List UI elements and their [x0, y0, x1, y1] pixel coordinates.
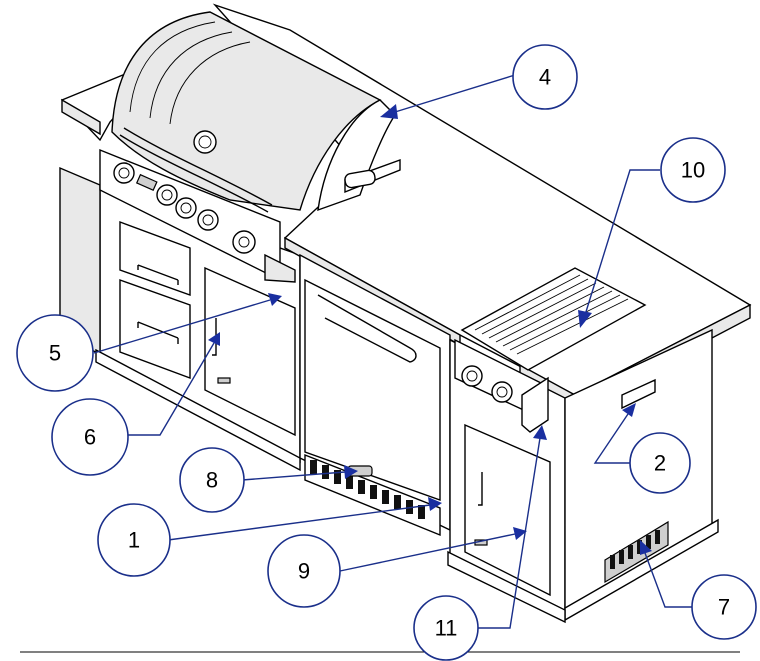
lower-drawer-handle: [137, 321, 179, 344]
side-burner-grate-lines: [474, 274, 629, 355]
refrigerator-handle: [317, 294, 417, 363]
callout-4: 4: [512, 44, 578, 110]
callout-5: 5: [16, 314, 94, 392]
side-burner-door-handle: [478, 472, 483, 506]
arrowhead-6: [208, 332, 220, 346]
callout-6: 6: [51, 398, 129, 476]
leader-6: [128, 342, 215, 436]
callout-8: 8: [179, 447, 245, 513]
rotisserie-spit-end: [344, 169, 376, 189]
leader-9: [339, 533, 516, 572]
callout-8-label: 8: [206, 468, 218, 493]
callout-10-label: 10: [681, 158, 705, 183]
grill-base-bevel: [264, 253, 296, 283]
leader-lines: [93, 74, 692, 629]
arrowhead-4: [380, 104, 398, 119]
leader-11: [478, 437, 541, 629]
right-front-base-trim: [447, 550, 566, 624]
arrowhead-1: [428, 497, 442, 511]
arrowhead-10: [578, 310, 592, 328]
leader-7: [644, 552, 692, 608]
callout-1-label: 1: [128, 528, 140, 553]
callout-7: 7: [691, 574, 757, 640]
callout-1: 1: [97, 503, 171, 577]
arrowhead-8: [344, 465, 358, 479]
side-burner-knobs: [461, 365, 513, 403]
callout-11: 11: [413, 595, 479, 661]
left-door-handle: [212, 318, 217, 356]
island-side-vent: [604, 520, 669, 584]
leader-5: [93, 299, 271, 354]
left-base-trim: [95, 348, 301, 472]
callout-11-label: 11: [435, 616, 458, 641]
arrowhead-11: [533, 425, 547, 440]
callout-2-label: 2: [654, 451, 666, 476]
hood-thermometer: [193, 130, 217, 154]
side-burner-door: [464, 423, 551, 597]
grill-hood: [111, 11, 382, 211]
leader-2: [593, 413, 632, 464]
upper-drawer: [119, 220, 191, 296]
hood-handle: [119, 134, 269, 213]
refrigerator-door: [304, 278, 441, 501]
callout-10: 10: [660, 137, 726, 203]
left-door-latch: [217, 377, 231, 384]
leader-1: [167, 504, 431, 541]
callout-5-label: 5: [49, 341, 61, 366]
upper-drawer-handle: [137, 264, 179, 285]
callout-9-label: 9: [298, 559, 310, 584]
callouts: 4 10 5 6 8 1 9 11: [16, 44, 757, 661]
hood-side-cap: [317, 99, 396, 212]
callout-2: 2: [629, 432, 691, 494]
arrowhead-9: [513, 527, 527, 540]
grill-igniter: [135, 173, 158, 192]
gfci-outlet: [621, 378, 656, 410]
left-countertop-edge: [61, 98, 101, 136]
leader-8: [241, 471, 346, 481]
refrigerator-vent: [304, 453, 441, 537]
grill-knobs: [113, 162, 256, 254]
leader-10: [584, 169, 660, 316]
arrowhead-5: [268, 293, 282, 306]
callout-7-label: 7: [718, 595, 730, 620]
callout-6-label: 6: [84, 425, 96, 450]
callout-9: 9: [267, 534, 341, 608]
side-burner-bracket: [521, 376, 549, 433]
callout-4-label: 4: [539, 65, 551, 90]
left-access-door: [204, 266, 296, 437]
arrowhead-7: [640, 540, 652, 555]
side-burner-cover: [460, 267, 647, 371]
arrowhead-2: [622, 403, 636, 417]
grill-island-drawing: [20, 3, 752, 653]
leader-4: [394, 74, 516, 113]
